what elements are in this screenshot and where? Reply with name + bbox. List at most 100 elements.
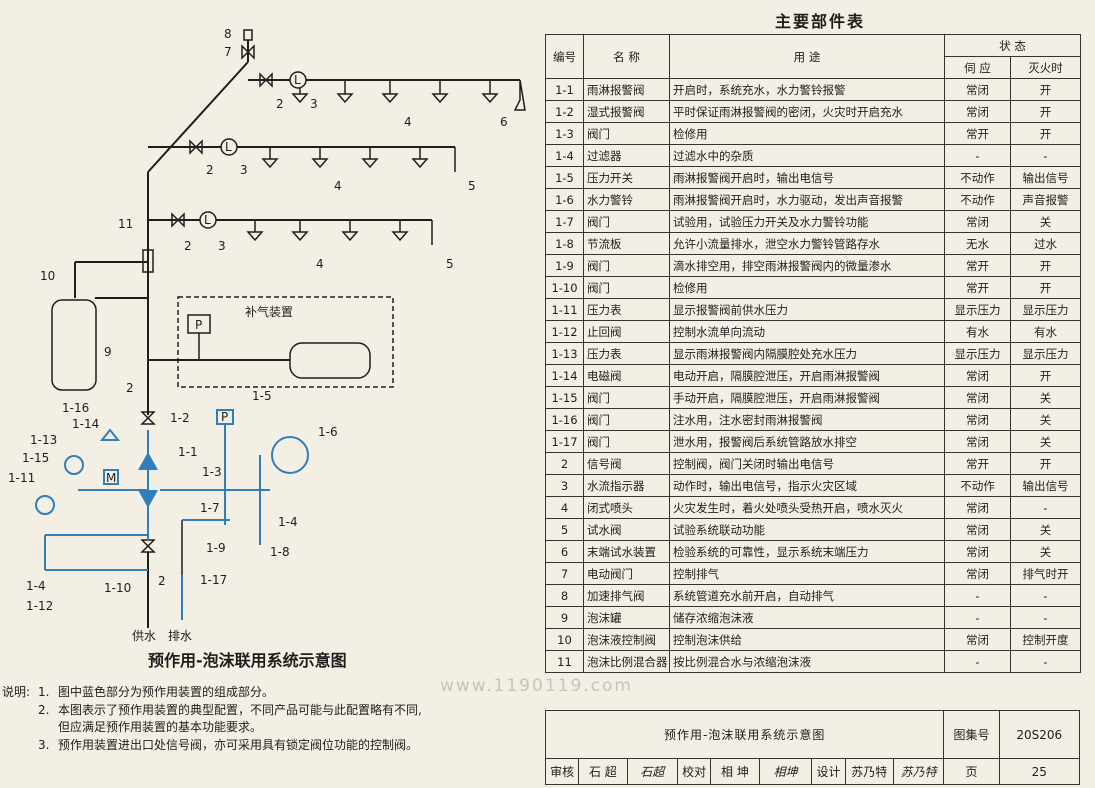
checker-signature: 相坤 — [758, 758, 813, 785]
cell-use: 电动开启，隔膜腔泄压，开启雨淋报警阀 — [669, 364, 945, 387]
cell-standby: 常闭 — [944, 100, 1011, 123]
cell-no: 1-12 — [545, 320, 584, 343]
cell-name: 水流指示器 — [583, 474, 670, 497]
component-label: 1-1 — [178, 445, 198, 459]
cell-no: 5 — [545, 518, 584, 541]
cell-fire: 开 — [1010, 78, 1081, 101]
cell-name: 末端试水装置 — [583, 540, 670, 563]
cell-standby: 显示压力 — [944, 342, 1011, 365]
flow-symbol-2: L — [225, 140, 232, 154]
note-number: 3. — [38, 737, 50, 752]
cell-standby: 不动作 — [944, 166, 1011, 189]
cell-fire: 过水 — [1010, 232, 1081, 255]
component-label: 7 — [224, 45, 232, 59]
note-number — [38, 719, 58, 737]
cell-fire: - — [1010, 584, 1081, 607]
cell-use: 过滤水中的杂质 — [669, 144, 945, 167]
cell-standby: 不动作 — [944, 474, 1011, 497]
cell-use: 控制阀，阀门关闭时输出电信号 — [669, 452, 945, 475]
cell-name: 试水阀 — [583, 518, 670, 541]
reviewer: 石 超 — [578, 758, 628, 785]
cell-fire: 开 — [1010, 452, 1081, 475]
cell-fire: 显示压力 — [1010, 342, 1081, 365]
component-label: 8 — [224, 27, 232, 41]
component-label: 6 — [500, 115, 508, 129]
cell-fire: 关 — [1010, 518, 1081, 541]
cell-no: 2 — [545, 452, 584, 475]
check-label: 校对 — [677, 758, 712, 785]
note-number: 2. — [38, 702, 50, 717]
cell-no: 1-10 — [545, 276, 584, 299]
component-label: 10 — [40, 269, 55, 283]
cell-use: 注水用，注水密封雨淋报警阀 — [669, 408, 945, 431]
flow-symbol-3: L — [204, 213, 211, 227]
cell-name: 过滤器 — [583, 144, 670, 167]
cell-fire: 开 — [1010, 254, 1081, 277]
component-label: 3 — [218, 239, 226, 253]
cell-standby: 不动作 — [944, 188, 1011, 211]
cell-no: 1-11 — [545, 298, 584, 321]
cell-name: 阀门 — [583, 210, 670, 233]
component-label: 1-13 — [30, 433, 57, 447]
cell-use: 手动开启，隔膜腔泄压，开启雨淋报警阀 — [669, 386, 945, 409]
cell-standby: - — [944, 584, 1011, 607]
header-no: 编号 — [545, 34, 584, 79]
note-head: 说明: — [2, 685, 31, 699]
cell-name: 阀门 — [583, 254, 670, 277]
cell-name: 湿式报警阀 — [583, 100, 670, 123]
pressure-symbol-1-5: P — [221, 410, 228, 424]
cell-standby: 显示压力 — [944, 298, 1011, 321]
component-label: 1-11 — [8, 471, 35, 485]
cell-standby: 常闭 — [944, 518, 1011, 541]
cell-name: 阀门 — [583, 386, 670, 409]
cell-use: 按比例混合水与浓缩泡沫液 — [669, 650, 945, 673]
cell-fire: 输出信号 — [1010, 474, 1081, 497]
cell-standby: 常闭 — [944, 628, 1011, 651]
cell-fire: 排气时开 — [1010, 562, 1081, 585]
component-label: 1-10 — [104, 581, 131, 595]
note-text: 本图表示了预作用装置的典型配置，不同产品可能与此配置略有不同, — [58, 702, 422, 717]
cell-name: 泡沫液控制阀 — [583, 628, 670, 651]
note-item: 但应满足预作用装置的基本功能要求。 — [2, 719, 542, 737]
cell-no: 7 — [545, 562, 584, 585]
header-state: 状 态 — [944, 34, 1081, 57]
note-item: 2. 本图表示了预作用装置的典型配置，不同产品可能与此配置略有不同, — [2, 702, 542, 720]
cell-standby: 常闭 — [944, 78, 1011, 101]
designer: 苏乃特 — [844, 758, 894, 785]
component-label: 1-9 — [206, 541, 226, 555]
cell-no: 1-14 — [545, 364, 584, 387]
cell-use: 显示雨淋报警阀内隔膜腔处充水压力 — [669, 342, 945, 365]
atlas-no: 20S206 — [998, 710, 1081, 759]
cell-use: 开启时，系统充水，水力警铃报警 — [669, 78, 945, 101]
cell-use: 雨淋报警阀开启时，水力驱动，发出声音报警 — [669, 188, 945, 211]
note-text: 图中蓝色部分为预作用装置的组成部分。 — [58, 685, 275, 699]
cell-standby: 有水 — [944, 320, 1011, 343]
checker: 相 坤 — [710, 758, 760, 785]
title-block-title: 预作用-泡沫联用系统示意图 — [544, 710, 945, 759]
cell-standby: 常闭 — [944, 210, 1011, 233]
cell-no: 1-6 — [545, 188, 584, 211]
cell-standby: 常闭 — [944, 540, 1011, 563]
cell-no: 3 — [545, 474, 584, 497]
cell-use: 储存浓缩泡沫液 — [669, 606, 945, 629]
air-supply-label: 补气装置 — [245, 304, 293, 319]
component-label: 3 — [310, 97, 318, 111]
cell-fire: - — [1010, 650, 1081, 673]
page-no: 25 — [998, 758, 1081, 785]
cell-standby: - — [944, 606, 1011, 629]
cell-use: 试验用，试验压力开关及水力警铃功能 — [669, 210, 945, 233]
cell-no: 1-4 — [545, 144, 584, 167]
cell-standby: 无水 — [944, 232, 1011, 255]
cell-use: 系统管道充水前开启，自动排气 — [669, 584, 945, 607]
